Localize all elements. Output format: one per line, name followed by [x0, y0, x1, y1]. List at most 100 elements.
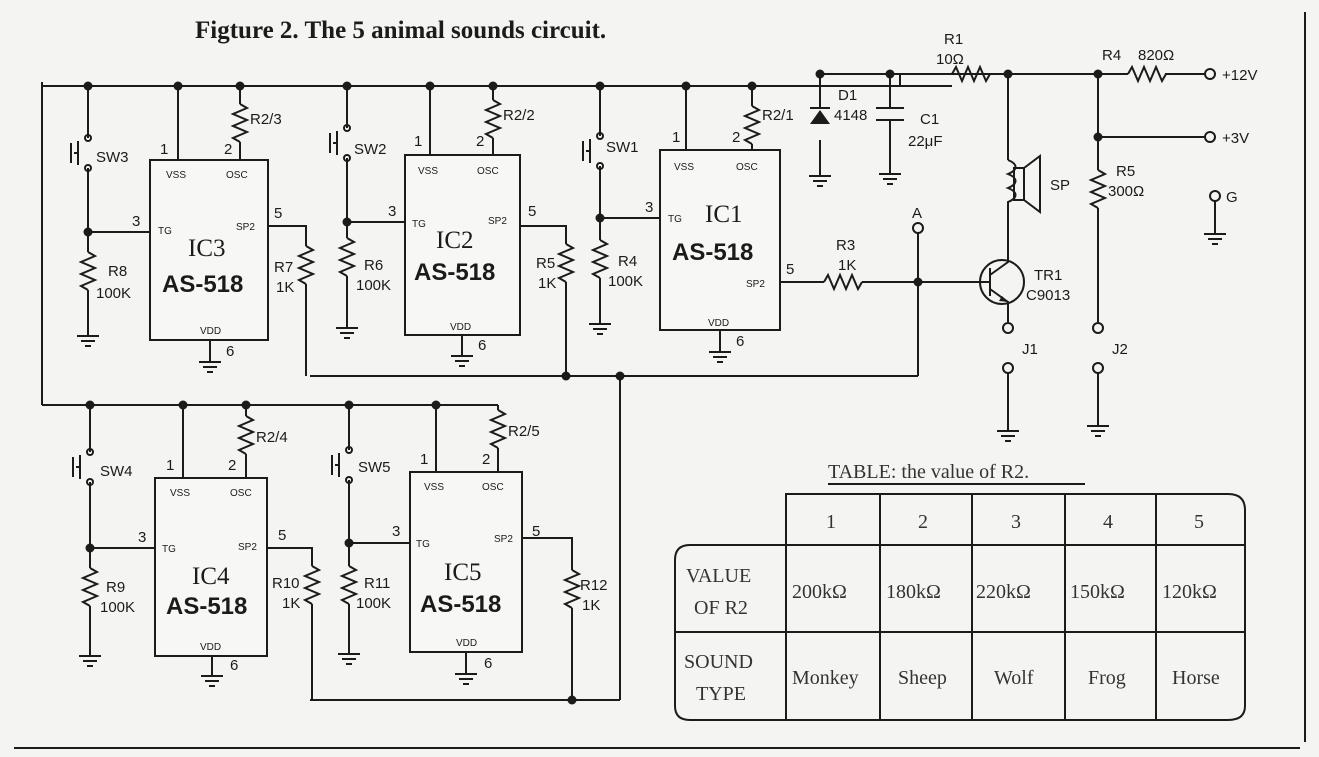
r10-value: 1K — [282, 595, 300, 612]
jumper-j1-bottom[interactable] — [1002, 362, 1014, 374]
ground-icon — [76, 329, 100, 347]
r4-820-value: 820Ω — [1138, 47, 1174, 64]
jumper-j1-top[interactable] — [1002, 322, 1014, 334]
ic5-pin1: 1 — [420, 451, 428, 468]
ground-icon — [78, 649, 102, 667]
ic4-pin1: 1 — [166, 457, 174, 474]
r4-resistor — [592, 239, 608, 279]
r6-label: R6 — [364, 257, 383, 274]
ic5-tg: TG — [416, 539, 430, 550]
ic2-part: AS-518 — [414, 259, 495, 286]
r11-resistor — [341, 565, 357, 605]
r3-label: R3 — [836, 237, 855, 254]
table-col-5: 5 — [1194, 511, 1204, 533]
sp-label: SP — [1050, 177, 1070, 194]
ic4-vss: VSS — [170, 488, 190, 499]
terminal-3v[interactable] — [1204, 131, 1216, 143]
capacitor-c1-icon — [876, 74, 904, 168]
ic1-pin2: 2 — [732, 129, 740, 146]
r1-label: R1 — [944, 31, 963, 48]
r2-5-label: R2/5 — [508, 423, 540, 440]
r2-4-resistor — [238, 415, 254, 455]
ic4-osc: OSC — [230, 488, 252, 499]
ic5-vss: VSS — [424, 482, 444, 493]
ic1-labels: VSS OSC TG SP2 VDD IC1 AS-518 1 2 3 5 6 — [645, 129, 794, 350]
r10-label: R10 — [272, 575, 300, 592]
row2-head-line2: TYPE — [696, 683, 746, 705]
diode-d1-icon — [810, 110, 830, 124]
ic2-pin1: 1 — [414, 133, 422, 150]
ic4-pin2: 2 — [228, 457, 236, 474]
r10-resistor — [304, 565, 320, 605]
sound-type-5: Horse — [1172, 667, 1220, 689]
r12-label: R12 — [580, 577, 608, 594]
ic2-name: IC2 — [436, 227, 474, 254]
ic3-labels: VSS OSC TG SP2 VDD IC3 AS-518 1 2 3 5 6 — [132, 141, 282, 360]
ground-icon — [337, 647, 361, 665]
sw1-switch[interactable] — [582, 132, 604, 170]
ic5-pin2: 2 — [482, 451, 490, 468]
ic4-name: IC4 — [192, 563, 230, 590]
table-cells: 1 2 3 4 5 VALUE OF R2 200kΩ 180kΩ 220kΩ … — [684, 511, 1220, 705]
ic3-pin6: 6 — [226, 343, 234, 360]
ic3-vdd: VDD — [200, 326, 221, 337]
terminal-12v[interactable] — [1204, 68, 1216, 80]
r2-3-label: R2/3 — [250, 111, 282, 128]
ic5-pin5: 5 — [532, 523, 540, 540]
tr1-value: C9013 — [1026, 287, 1070, 304]
terminal-g[interactable] — [1209, 190, 1221, 202]
ic1-pin6: 6 — [736, 333, 744, 350]
sw4-switch[interactable] — [72, 448, 94, 486]
ic5-pin3: 3 — [392, 523, 400, 540]
r9-label: R9 — [106, 579, 125, 596]
ic1-tg: TG — [668, 214, 682, 225]
ic1-pin1: 1 — [672, 129, 680, 146]
ic2-osc: OSC — [477, 166, 499, 177]
r11-label: R11 — [364, 575, 390, 592]
sound-type-4: Frog — [1088, 667, 1126, 689]
node-a-terminal[interactable] — [912, 222, 924, 234]
sw5-label: SW5 — [358, 459, 391, 476]
ic2-pin3: 3 — [388, 203, 396, 220]
c1-value: 22μF — [908, 133, 943, 150]
ic3-chip — [149, 159, 269, 341]
ic3-pin2: 2 — [224, 141, 232, 158]
sw2-switch[interactable] — [329, 124, 351, 162]
r5-300-value: 300Ω — [1108, 183, 1144, 200]
ground-icon — [1086, 419, 1110, 437]
r2-5-resistor — [490, 409, 506, 449]
r8-label: R8 — [108, 263, 127, 280]
r2-value-4: 150kΩ — [1070, 581, 1125, 603]
r2-value-table — [674, 493, 1246, 721]
jumper-j2-top[interactable] — [1092, 322, 1104, 334]
r5-label: R5 — [536, 255, 555, 272]
ic5-osc: OSC — [482, 482, 504, 493]
ic2-pin6: 6 — [478, 337, 486, 354]
r6-resistor — [339, 237, 355, 277]
sw3-switch[interactable] — [70, 134, 92, 172]
jumper-j2-bottom[interactable] — [1092, 362, 1104, 374]
r2-1-resistor — [744, 105, 760, 145]
ic2-pin2: 2 — [476, 133, 484, 150]
ic1-vdd: VDD — [708, 318, 729, 329]
ic2-pin5: 5 — [528, 203, 536, 220]
r5-300-resistor — [1090, 169, 1106, 209]
ic1-vss: VSS — [674, 162, 694, 173]
figure-title: Figture 2. The 5 animal sounds circuit. — [195, 17, 606, 44]
r2-value-2: 180kΩ — [886, 581, 941, 603]
c1-label: C1 — [920, 111, 939, 128]
r2-4-label: R2/4 — [256, 429, 288, 446]
ground-icon — [996, 424, 1020, 442]
tr1-label: TR1 — [1034, 267, 1062, 284]
r7-value: 1K — [276, 279, 294, 296]
sw5-switch[interactable] — [331, 446, 353, 484]
ic2-sp2: SP2 — [488, 216, 507, 227]
ic1-part: AS-518 — [672, 239, 753, 266]
ground-icon — [450, 349, 474, 367]
ic1-osc: OSC — [736, 162, 758, 173]
ic4-chip — [154, 477, 268, 657]
r2-3-resistor — [232, 103, 248, 143]
speaker-coil — [1005, 159, 1017, 210]
ic4-tg: TG — [162, 544, 176, 555]
